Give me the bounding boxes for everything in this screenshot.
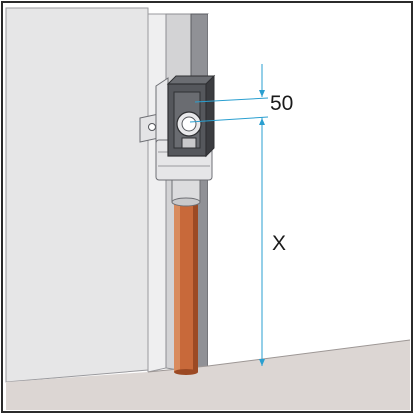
arrow-50-down: [259, 90, 265, 97]
dimension-label-50: 50: [270, 92, 293, 115]
right-wall: [208, 14, 410, 366]
outlet-fitting: [176, 111, 202, 149]
floor-line: [147, 339, 411, 373]
pipe-shadow: [193, 200, 198, 372]
copper-pipe: [174, 200, 198, 375]
pipe-sleeve: [171, 177, 201, 207]
pipe-highlight: [174, 200, 180, 372]
floor: [6, 340, 410, 410]
dimension-arrows: [259, 90, 265, 366]
dimension-label-x: X: [272, 232, 286, 255]
arrow-x-down: [259, 359, 265, 366]
dim-center-reference: [189, 116, 269, 123]
left-wall: [5, 7, 149, 383]
dim-top-reference: [194, 97, 269, 103]
arrow-x-up: [259, 118, 265, 125]
pipe-base: [174, 369, 198, 375]
left-wall-edge: [147, 13, 167, 373]
